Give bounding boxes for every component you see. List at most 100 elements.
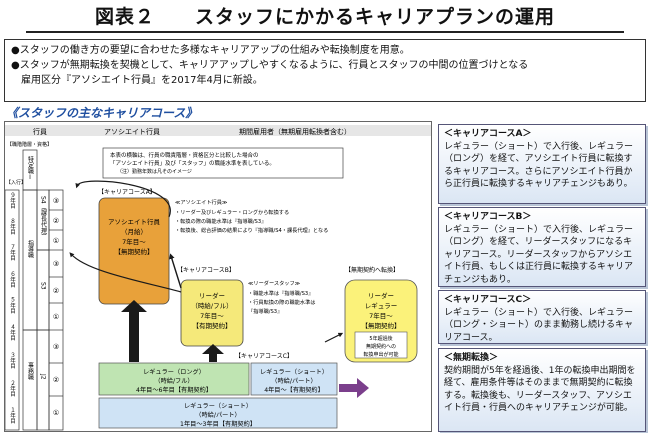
muki-box-line: レギュラー — [365, 302, 398, 310]
info-line: 「アソシエイト行員」及び「スタッフ」の職能水準を表している。 — [110, 159, 275, 167]
leader-note: 『指導職/S3』 — [248, 307, 282, 315]
muki-sub-line: 無期契約への — [366, 343, 396, 350]
level-j2: J2 — [40, 373, 47, 380]
level-s3: S3 — [40, 282, 47, 290]
leader-note: ・職能水準は『指導職/S3』 — [248, 289, 313, 297]
row-number: ① — [53, 409, 59, 417]
note-body: レギュラー（ショート）で入行後、レギュラー（ロング）を経て、リーダースタッフにな… — [444, 224, 634, 285]
note-heading: ＜キャリアコースB＞ — [444, 212, 532, 222]
row-number: ③ — [53, 260, 59, 268]
intro-line: ●スタッフが無期転換を契機として、キャリアアップしやすくなるように、行員とスタッ… — [11, 60, 529, 71]
year-label: ９年目 — [9, 192, 16, 210]
column-associate: アソシエイト行員 — [104, 127, 160, 136]
regular-short-mid-line: 4年目～【有期契約】 — [264, 386, 324, 394]
row-number: ② — [53, 287, 59, 295]
note-heading: ＜キャリアコースC＞ — [444, 295, 532, 305]
note-body: レギュラー（ショート）で入行後、レギュラー（ロング）を経て、アソシエイト行員に転… — [444, 141, 634, 190]
year-label: ２年目 — [9, 380, 16, 398]
associate-note: ・転換の際の職能水準は『指導職/S3』 — [175, 217, 266, 225]
note-body: レギュラー（ショート）で入行後、レギュラー（ロング・ショート）のまま勤務し続ける… — [444, 307, 634, 343]
regular-long-line: 4年目～6年目【有期契約】 — [136, 386, 212, 394]
associate-note: ・転換後、総合評価の結果により『指導職/S4・課長代理』となる — [175, 226, 328, 234]
muki-sub-line: 5年超過後 — [369, 335, 392, 342]
muki-box-line: リーダー — [368, 291, 394, 300]
regular-long-box — [98, 362, 250, 396]
intro-line: 雇用区分『アソシエイト行員』を2017年4月に新設。 — [11, 75, 263, 86]
note-course-b: ＜キャリアコースB＞ レギュラー（ショート）で入行後、レギュラー（ロング）を経て… — [438, 207, 646, 287]
grade-jimu: 事務職 — [27, 361, 34, 381]
grade-tokutei: 特定職Ⅰ — [27, 155, 34, 181]
leader-box-line: （時給/フル） — [191, 301, 232, 310]
course-a-label: 【キャリアコースA】 — [98, 189, 156, 196]
associate-box-line: 【無期契約】 — [115, 247, 154, 256]
grade-heading: 【職階階層・資格】 — [7, 141, 52, 148]
leader-to-associate-arrow — [169, 253, 182, 289]
row-number: ① — [53, 313, 59, 321]
note-course-c: ＜キャリアコースC＞ レギュラー（ショート）で入行後、レギュラー（ロング・ショー… — [438, 290, 646, 344]
leader-note: ・行員転換の際の職能水準は — [248, 298, 315, 306]
year-labels: ９年目 ８年目 ７年目 ６年目 ５年目 ４年目 ３年目 ２年目 １年目 — [9, 192, 16, 425]
year-label: ４年目 — [9, 324, 16, 342]
up-arrow-icon — [121, 300, 147, 362]
year-label: ５年目 — [9, 297, 16, 315]
leader-note: ≪リーダースタッフ≫ — [248, 279, 301, 287]
leader-box-line: 7年目～ — [200, 311, 224, 320]
associate-to-gyoin-arrow — [75, 180, 171, 218]
muki-box-line: 【無期契約】 — [362, 321, 401, 330]
career-diagram: 行員 アソシエイト行員 期間雇用者（無期雇用転換者含む） 【職階階層・資格】 【… — [4, 121, 432, 432]
associate-box-line: アソシエイト行員 — [108, 217, 161, 226]
muki-sub-line: 転換申出が可能 — [363, 351, 398, 358]
column-header-bar — [5, 125, 431, 136]
leader-to-gyoin-arrow — [69, 252, 182, 293]
note-course-a: ＜キャリアコースA＞ レギュラー（ショート）で入行後、レギュラー（ロング）を経て… — [438, 124, 646, 204]
title-underline — [26, 31, 624, 33]
info-line: 本表の横軸は、行員の職責階層・資格区分と比較した場合の — [110, 151, 259, 159]
year-label: ３年目 — [9, 352, 16, 370]
regular-short-mid-line: レギュラー（ショート） — [260, 369, 328, 376]
leader-box-line: 【有期契約】 — [193, 321, 232, 330]
section-heading: 《スタッフの主なキャリアコース》 — [6, 106, 198, 120]
associate-box-line: （月給） — [121, 227, 147, 236]
leader-notes: ≪リーダースタッフ≫ ・職能水準は『指導職/S3』 ・行員転換の際の職能水準は … — [248, 279, 315, 315]
regular-short-bottom-box — [98, 397, 338, 429]
year-label: ８年目 — [9, 218, 16, 236]
year-label: １年目 — [9, 407, 16, 425]
year-label: ７年目 — [9, 244, 16, 262]
intro-box: ●スタッフの働き方の要望に合わせた多様なキャリアアップの仕組みや転換制度を用意。… — [4, 39, 646, 102]
note-body: 契約期間が5年を経過後、1年の転換申出期間を経て、雇用条件等はそのままで無期契約… — [444, 365, 636, 414]
intro-line: ●スタッフの働き方の要望に合わせた多様なキャリアアップの仕組みや転換制度を用意。 — [11, 45, 410, 56]
column-gyoin: 行員 — [33, 127, 47, 136]
associate-box-line: 7年目～ — [122, 237, 146, 246]
associate-notes: ≪アソシエイト行員≫ ・リーダー及びレギュラー・ロングから転換する ・転換の際の… — [175, 198, 328, 234]
info-line: （注）勤務年数は凡そのイメージ — [117, 168, 192, 175]
row-number: ③ — [53, 197, 59, 205]
note-muki-conversion: ＜無期転換＞ 契約期間が5年を経過後、1年の転換申出期間を経て、雇用条件等はその… — [438, 348, 646, 432]
up-arrow-icon — [202, 344, 224, 362]
course-c-label: 【キャリアコースC】 — [235, 353, 293, 360]
grade-table — [5, 149, 64, 431]
page-title: 図表２ スタッフにかかるキャリアプランの運用 — [94, 6, 555, 28]
regular-short-bottom-line: （時給/パート） — [195, 411, 240, 419]
muki-sub-box — [354, 331, 408, 359]
level-s4: S4（課長代理） — [40, 196, 47, 240]
row-number: ② — [53, 376, 59, 384]
muki-arrow-icon — [339, 378, 369, 398]
associate-note: ・リーダー及びレギュラー・ロングから転換する — [175, 208, 289, 216]
row-number: ① — [53, 237, 59, 245]
note-heading: ＜キャリアコースA＞ — [444, 129, 532, 139]
regular-long-line: レギュラー（ロング） — [143, 368, 205, 376]
career-arrows — [69, 180, 369, 398]
to-muki-arrow — [324, 332, 344, 343]
years-heading: 【入行】 — [6, 179, 26, 186]
info-box — [102, 147, 344, 179]
muki-label: 【無期契約へ転換】 — [345, 266, 399, 274]
leader-box-line: リーダー — [199, 291, 225, 300]
row-number: ③ — [53, 343, 59, 351]
year-label: ６年目 — [9, 271, 16, 289]
regular-long-line: （時給/フル） — [154, 377, 193, 385]
course-b-label: 【キャリアコースB】 — [177, 267, 235, 274]
row-number: ② — [53, 217, 59, 225]
note-heading: ＜無期転換＞ — [444, 353, 499, 363]
muki-box-line: 7年目～ — [369, 311, 393, 320]
associate-note: ≪アソシエイト行員≫ — [175, 198, 228, 206]
